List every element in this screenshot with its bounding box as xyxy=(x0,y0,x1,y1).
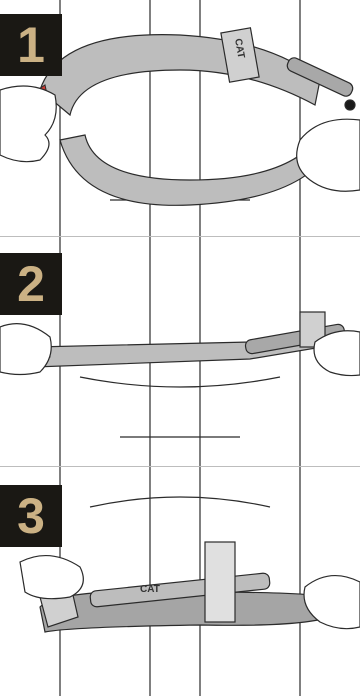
step-number-badge: 3 xyxy=(0,485,62,547)
left-hand-icon xyxy=(0,86,56,162)
step-number: 1 xyxy=(17,20,45,70)
right-hand-icon xyxy=(314,331,360,376)
brand-label: CAT xyxy=(140,584,160,595)
step-number: 2 xyxy=(17,259,45,309)
step-number-badge: 1 xyxy=(0,14,62,76)
left-hand-icon xyxy=(20,556,83,599)
step-2-panel: 2 xyxy=(0,236,360,466)
left-hand-icon xyxy=(0,324,51,375)
right-hand-icon xyxy=(297,119,360,191)
tourniquet-strap xyxy=(30,35,330,206)
step-3-panel: CAT 3 xyxy=(0,466,360,696)
step-number: 3 xyxy=(17,491,45,541)
step-number-badge: 2 xyxy=(0,253,62,315)
step-1-panel: CAT 1 xyxy=(0,0,360,236)
